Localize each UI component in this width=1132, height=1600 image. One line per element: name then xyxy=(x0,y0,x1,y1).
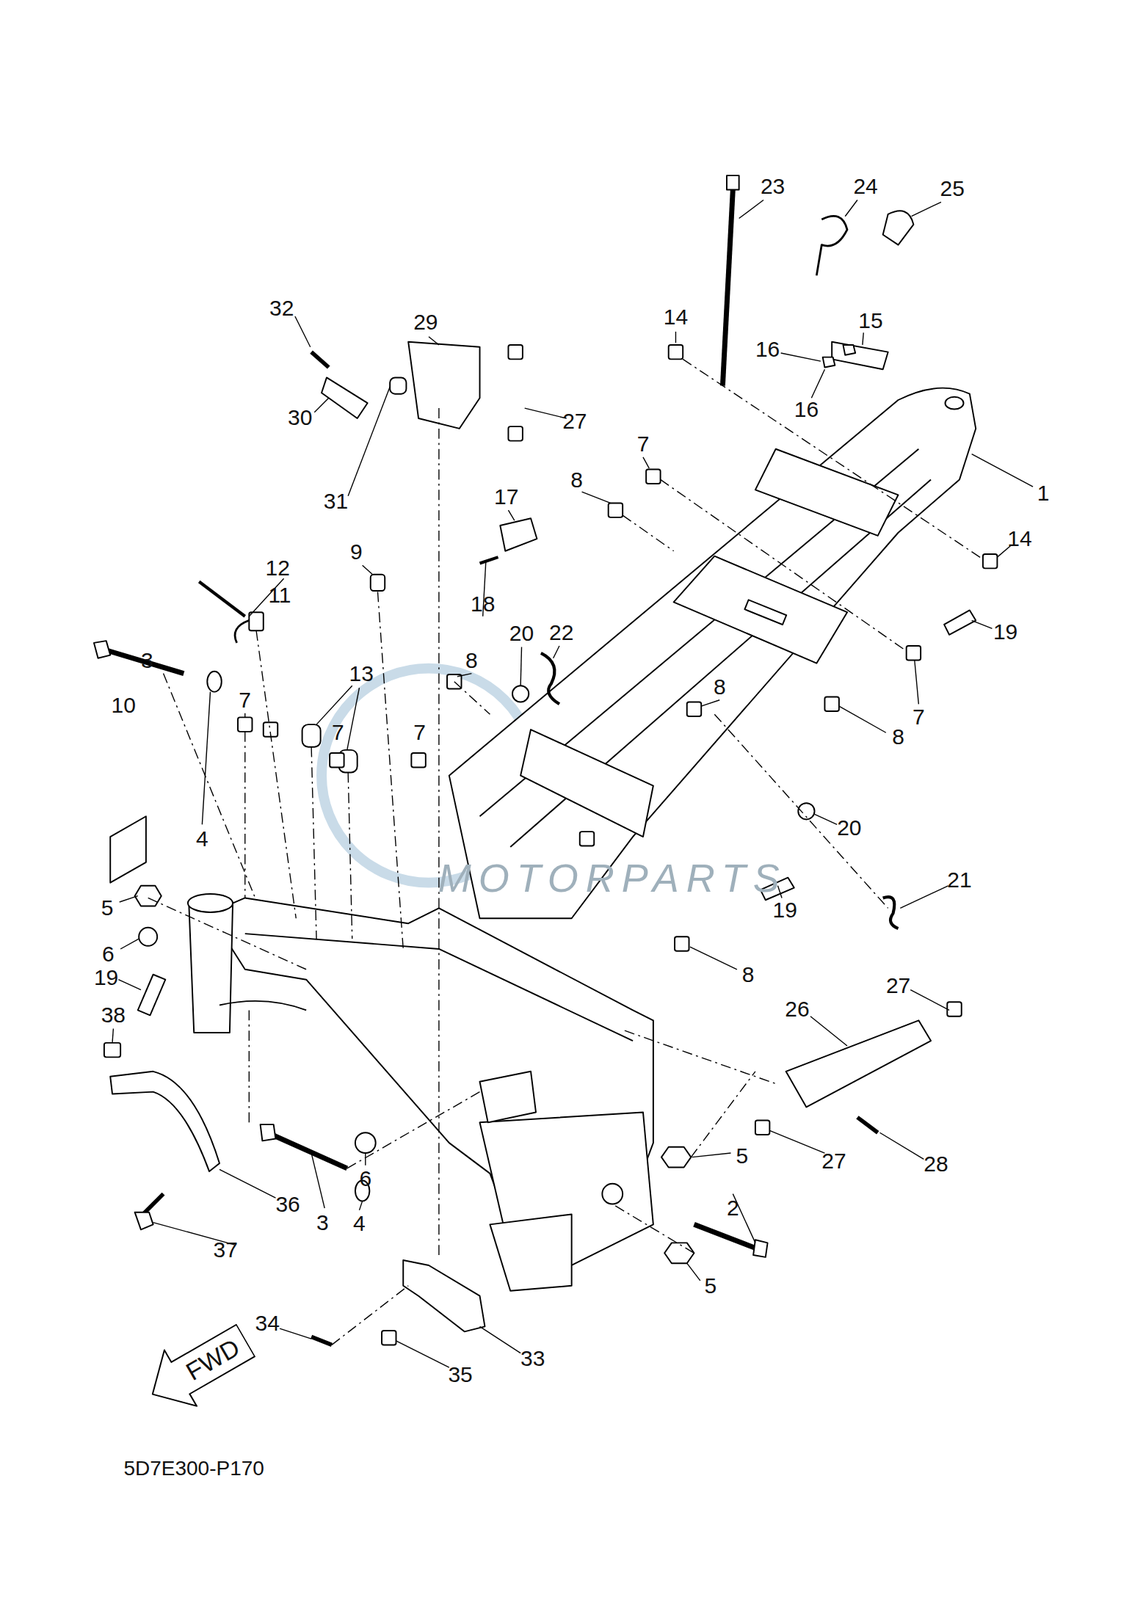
callout-number: 34 xyxy=(255,1312,280,1335)
callout-number: 27 xyxy=(821,1150,846,1173)
callout-number: 3 xyxy=(140,649,154,672)
callout-number: 8 xyxy=(570,469,583,492)
drawing-code: 5D7E300-P170 xyxy=(123,1458,264,1480)
callout-number: 8 xyxy=(891,726,905,749)
callout-number: 20 xyxy=(509,622,534,645)
callout-number: 9 xyxy=(350,541,363,564)
callout-number: 5 xyxy=(101,897,114,920)
callout-number: 38 xyxy=(101,1004,126,1027)
watermark: MOTORPARTS xyxy=(438,858,787,898)
callout-number: 20 xyxy=(836,817,862,840)
callout-number: 14 xyxy=(663,306,688,329)
callout-number: 8 xyxy=(465,649,478,672)
callout-number: 13 xyxy=(349,662,374,685)
forward-arrow: FWD xyxy=(135,1311,263,1424)
callout-number: 19 xyxy=(993,621,1018,644)
callout-number: 29 xyxy=(413,311,438,334)
callout-number: 1 xyxy=(1037,482,1050,505)
callout-number: 26 xyxy=(784,998,809,1021)
callout-number: 8 xyxy=(713,676,727,699)
callout-number: 15 xyxy=(858,309,883,332)
callout-number: 7 xyxy=(413,721,426,744)
callout-number: 8 xyxy=(742,963,755,986)
callout-number: 6 xyxy=(358,1167,372,1190)
callout-number: 27 xyxy=(562,410,587,433)
callout-number: 18 xyxy=(470,593,495,616)
callout-number: 4 xyxy=(196,828,209,851)
callout-number: 5 xyxy=(704,1275,717,1298)
callout-number: 22 xyxy=(549,621,574,644)
callout-number: 31 xyxy=(323,490,348,513)
callout-number: 27 xyxy=(886,974,911,997)
callout-number: 24 xyxy=(853,175,878,198)
callout-number: 5 xyxy=(736,1145,749,1168)
callout-number: 19 xyxy=(773,899,798,922)
callout-number: 7 xyxy=(331,721,345,744)
callout-number: 11 xyxy=(267,584,291,607)
callout-number: 32 xyxy=(269,297,294,320)
callout-number: 21 xyxy=(947,869,972,892)
callout-number: 35 xyxy=(447,1363,473,1387)
callout-number: 6 xyxy=(102,943,115,966)
callout-number: 23 xyxy=(760,175,785,198)
callout-number: 10 xyxy=(111,694,136,717)
callout-number: 14 xyxy=(1007,527,1032,550)
callout-number: 7 xyxy=(238,689,252,712)
callout-number: 37 xyxy=(213,1239,238,1262)
callout-number: 16 xyxy=(755,338,780,361)
callout-number: 25 xyxy=(940,177,965,200)
callout-number: 16 xyxy=(794,398,819,421)
callout-number: 7 xyxy=(912,706,925,729)
callout-number: 28 xyxy=(923,1153,948,1176)
callout-number: 19 xyxy=(93,966,119,989)
callout-number: 7 xyxy=(637,433,650,456)
callout-number: 30 xyxy=(287,406,312,429)
callout-number: 2 xyxy=(726,1197,740,1220)
callout-number: 36 xyxy=(275,1193,300,1216)
callout-number: 4 xyxy=(353,1212,366,1235)
callout-number: 12 xyxy=(265,557,290,580)
callout-number: 17 xyxy=(494,485,519,509)
callout-number: 33 xyxy=(520,1347,545,1370)
callout-number: 3 xyxy=(316,1212,329,1235)
